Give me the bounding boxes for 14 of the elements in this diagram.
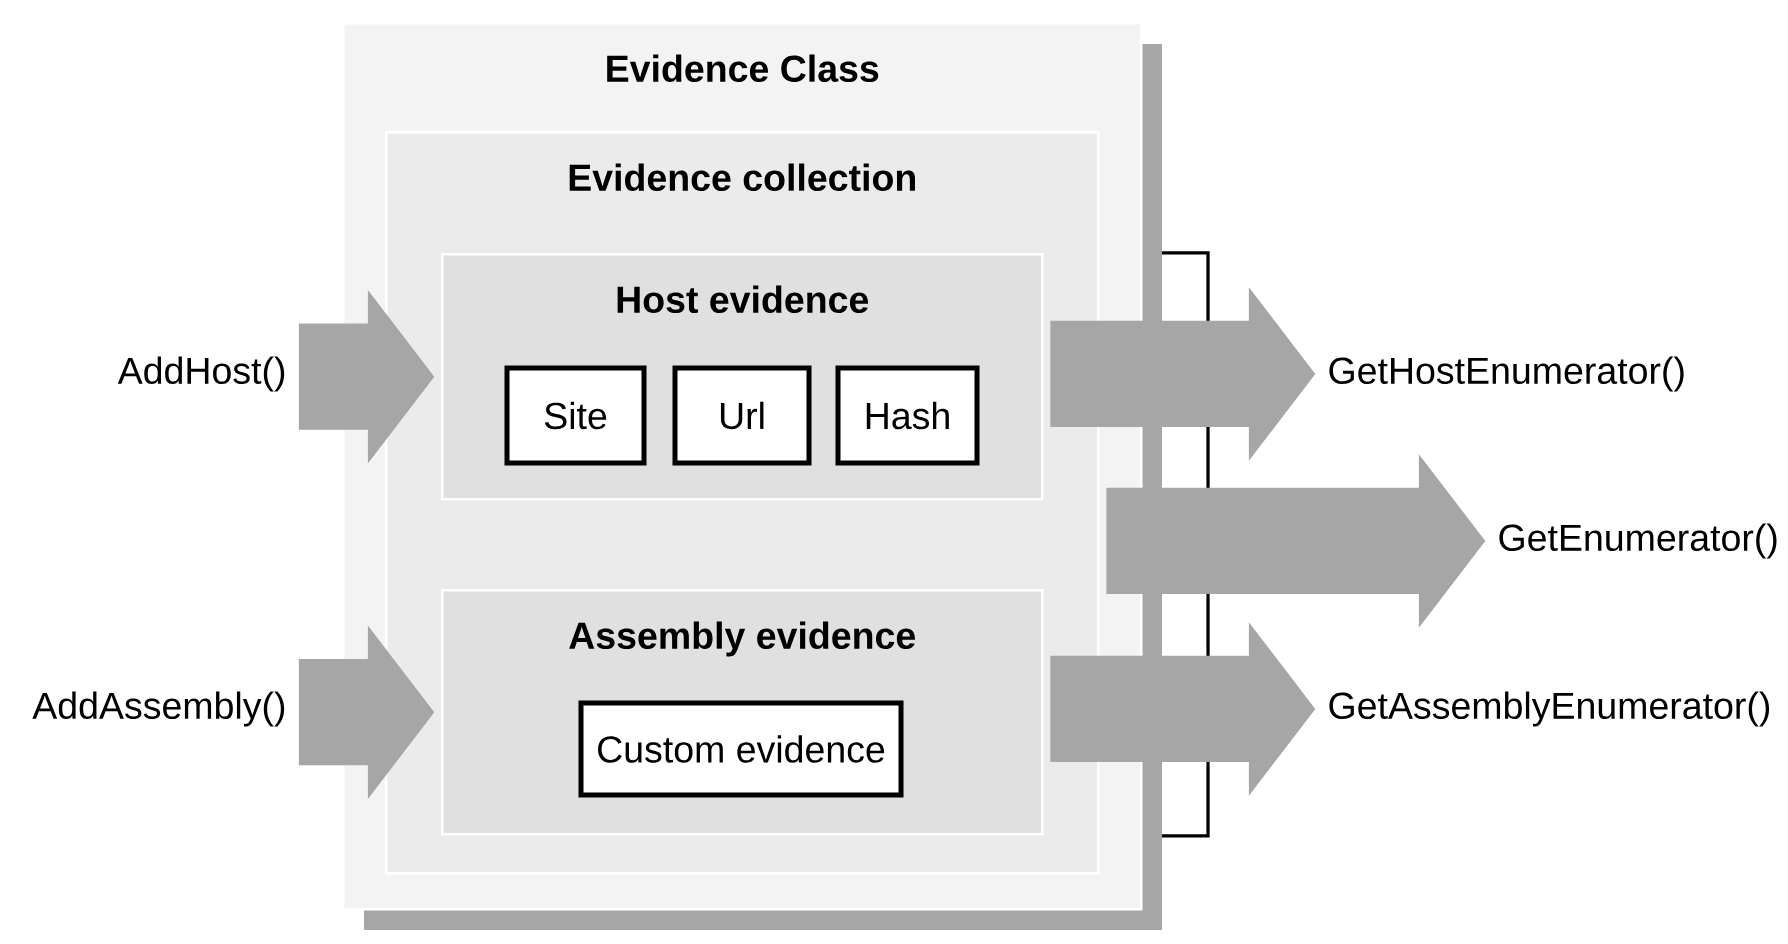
method-label: AddHost() (117, 356, 285, 392)
block-arrow (1050, 287, 1316, 461)
method-label: GetHostEnumerator() (1329, 356, 1684, 392)
block-arrow (298, 625, 435, 800)
block-arrow (298, 289, 435, 464)
evidence-box: Hash (835, 365, 980, 466)
block-arrow (1050, 622, 1316, 796)
method-label: AddAssembly() (32, 691, 285, 727)
evidence-box: Site (504, 365, 647, 466)
method-label: GetAssemblyEnumerator() (1329, 691, 1770, 727)
block-arrow (1106, 454, 1486, 628)
evidence-box: Custom evidence (578, 700, 904, 798)
evidence-box: Url (672, 365, 812, 466)
method-label: GetEnumerator() (1499, 523, 1777, 559)
